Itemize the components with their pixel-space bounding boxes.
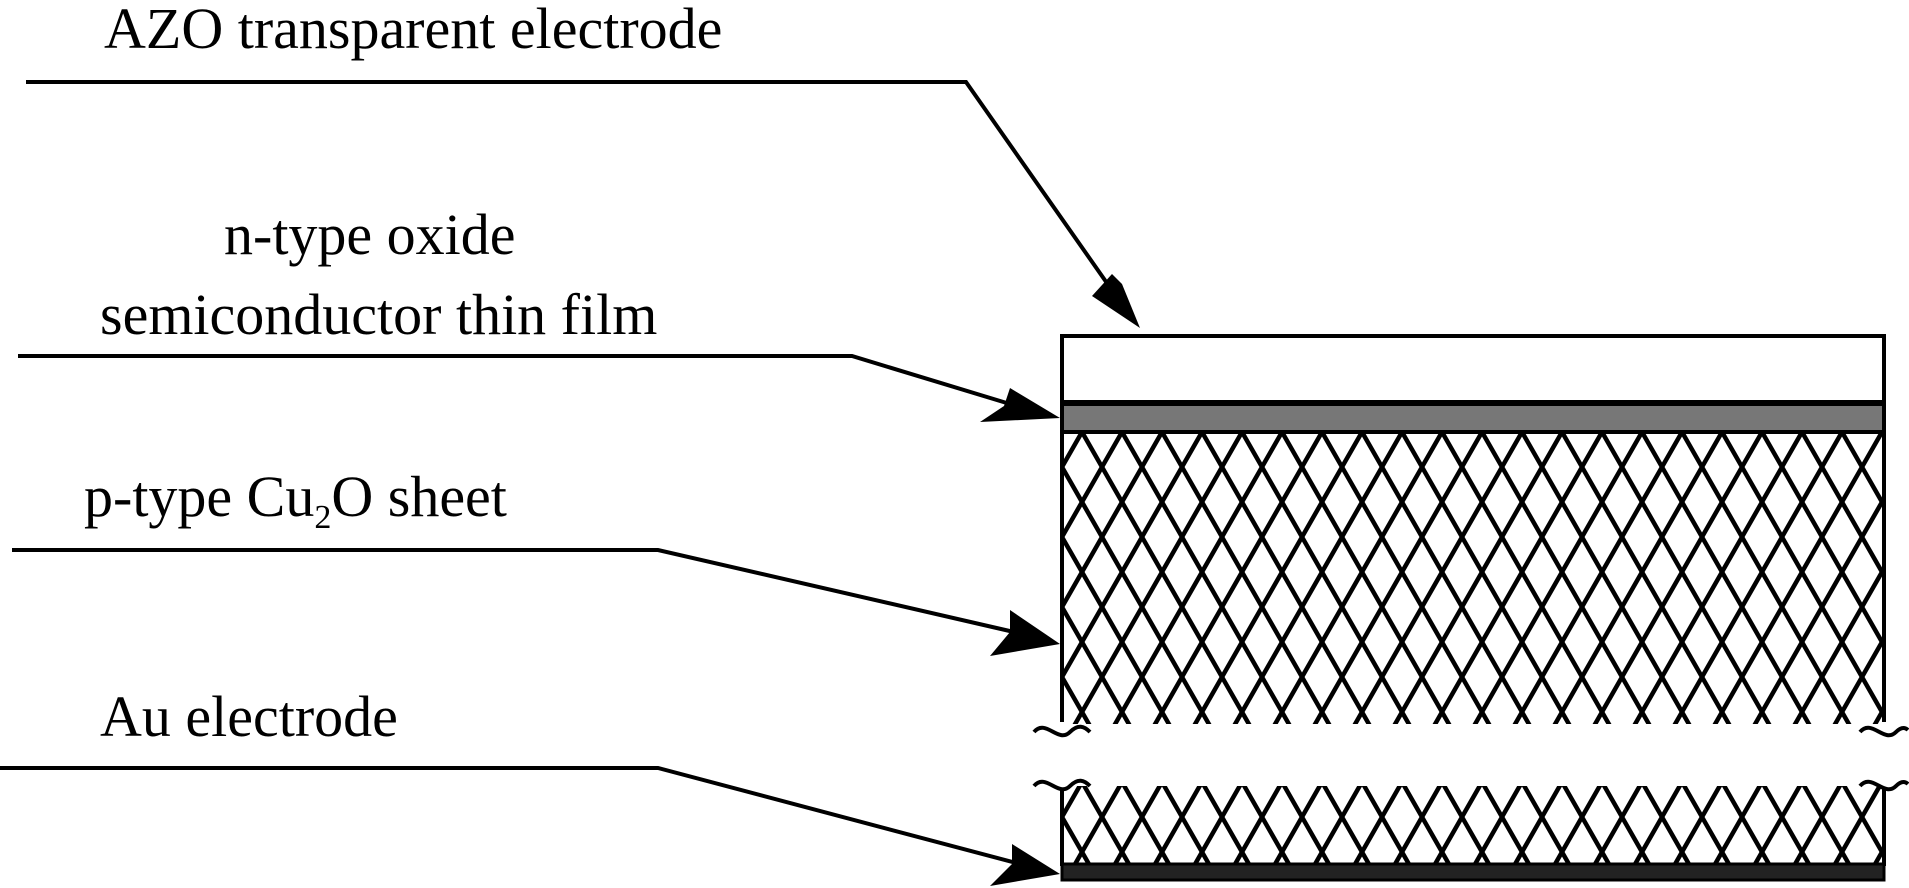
label-p-type-subscript: 2	[314, 499, 332, 536]
cu2o-leader-line	[12, 548, 1015, 634]
n-type-thin-film-layer	[1060, 402, 1886, 434]
cu2o-sheet-lower	[1060, 786, 1886, 866]
label-n-type-oxide-line1: n-type oxide	[224, 202, 516, 267]
azo-leader-line	[26, 80, 1118, 298]
label-au-electrode: Au electrode	[100, 684, 398, 749]
au-leader-line	[0, 766, 1021, 866]
break-marks	[1032, 724, 1909, 792]
leader-lines	[0, 80, 1118, 866]
arrowheads	[980, 274, 1140, 886]
label-p-type-prefix: p-type Cu	[84, 464, 315, 529]
label-azo-transparent-electrode: AZO transparent electrode	[104, 0, 723, 61]
n-type-leader-line	[18, 354, 1011, 406]
label-p-type-cu2o-sheet: p-type Cu2O sheet	[84, 468, 507, 535]
au-electrode-layer	[1060, 862, 1886, 882]
n-type-arrowhead	[980, 388, 1060, 422]
azo-arrowhead	[1092, 274, 1140, 328]
label-n-type-oxide-line2: semiconductor thin film	[100, 282, 658, 347]
azo-electrode-layer	[1060, 334, 1886, 404]
cu2o-arrowhead	[990, 610, 1060, 656]
cu2o-sheet-upper	[1060, 434, 1886, 724]
label-p-type-suffix: O sheet	[331, 464, 507, 529]
au-arrowhead	[990, 844, 1060, 886]
